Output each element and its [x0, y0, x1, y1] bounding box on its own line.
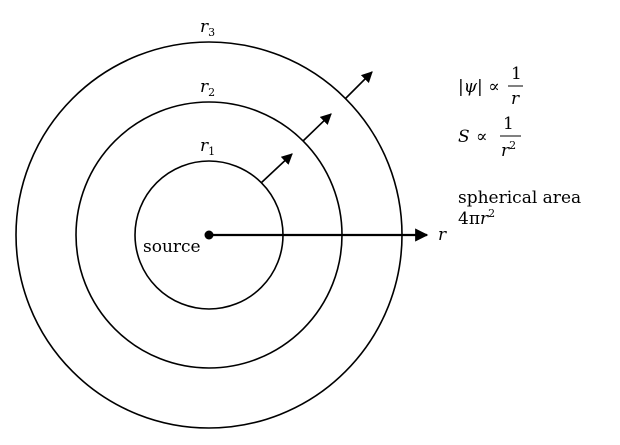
amplitude-formula-denominator: r: [511, 89, 520, 109]
propagation-arrow-r1: [260, 153, 293, 184]
intensity-formula-lhs: S: [458, 127, 470, 147]
spherical-area-label: spherical area: [458, 188, 581, 208]
intensity-formula-denominator: r2: [501, 139, 516, 161]
intensity-formula-proportional: ∝: [476, 127, 488, 147]
intensity-formula-numerator: 1: [503, 114, 514, 134]
amplitude-formula: |ψ| ∝ 1 r: [458, 64, 523, 109]
ring-label-r2: r2: [200, 77, 215, 99]
intensity-formula: S ∝ 1 r2: [458, 114, 521, 161]
ring-label-r1: r1: [200, 136, 215, 158]
amplitude-formula-numerator: 1: [511, 64, 522, 84]
source-label: source: [143, 237, 201, 257]
amplitude-formula-lhs: |ψ| ∝: [458, 77, 500, 97]
source-point: [204, 230, 214, 240]
ring-label-r3: r3: [200, 17, 215, 39]
propagation-arrow-r2: [302, 113, 332, 142]
propagation-arrow-r3: [344, 71, 373, 100]
spherical-area-formula: 4πr2: [458, 207, 495, 229]
radial-axis-label: r: [438, 225, 447, 245]
